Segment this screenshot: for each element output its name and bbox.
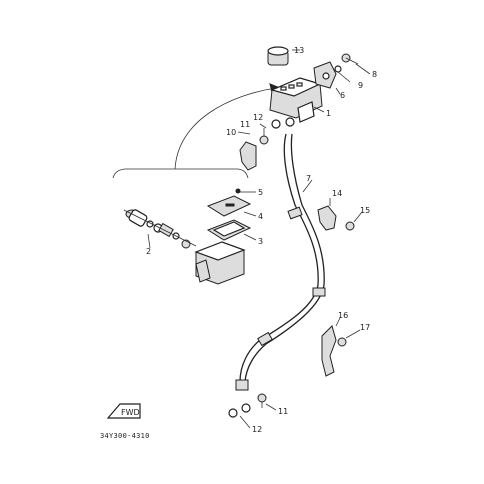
callout-10: 10 bbox=[226, 128, 236, 137]
front-direction-indicator: FWD bbox=[106, 403, 141, 419]
banjo-bolt-part-lower bbox=[257, 393, 267, 408]
banjo-bolt-part-upper bbox=[259, 128, 269, 145]
screw-part-5 bbox=[235, 188, 241, 194]
subassembly-bracket bbox=[112, 168, 249, 179]
callout-14: 14 bbox=[332, 189, 342, 198]
callout-2: 2 bbox=[146, 247, 151, 256]
master-cylinder-part bbox=[269, 77, 323, 123]
callout-labels: 1 2 3 4 5 6 7 8 9 10 11 11 12 12 13 14 1… bbox=[146, 46, 377, 434]
callout-4: 4 bbox=[258, 212, 263, 221]
screw-part-8 bbox=[341, 53, 359, 65]
bolt-part-15 bbox=[345, 221, 355, 231]
callout-6: 6 bbox=[340, 91, 345, 100]
callout-7: 7 bbox=[306, 174, 311, 183]
washers-part-12-lower bbox=[228, 403, 251, 418]
hose-clamp-part-14 bbox=[317, 205, 337, 231]
master-cylinder-body-lower bbox=[194, 241, 246, 285]
front-tag-label: FWD bbox=[121, 408, 140, 417]
catalog-code: 34Y300-4310 bbox=[100, 432, 150, 440]
callout-12-lower: 12 bbox=[252, 425, 262, 434]
subassembly-arrow-line bbox=[174, 87, 277, 170]
diaphragm-plate-part-4 bbox=[206, 195, 252, 217]
callout-8: 8 bbox=[372, 70, 377, 79]
hose-guide-part-16 bbox=[321, 325, 337, 377]
callout-11-upper: 11 bbox=[240, 120, 250, 129]
bolt-part-17 bbox=[337, 337, 347, 347]
piston-kit-part-2 bbox=[123, 209, 197, 249]
callout-15: 15 bbox=[360, 206, 370, 215]
callout-1: 1 bbox=[326, 109, 331, 118]
callout-16: 16 bbox=[338, 311, 348, 320]
brake-hose-part bbox=[235, 133, 326, 391]
callout-5: 5 bbox=[258, 188, 263, 197]
leader-lines bbox=[147, 49, 371, 429]
callout-12-upper: 12 bbox=[253, 113, 263, 122]
callout-3: 3 bbox=[258, 237, 263, 246]
callout-13: 13 bbox=[294, 46, 304, 55]
boot-part bbox=[239, 141, 257, 171]
washer-part-9 bbox=[334, 65, 342, 73]
holder-part bbox=[313, 61, 337, 89]
cap-part bbox=[267, 46, 289, 66]
diaphragm-part-3 bbox=[206, 219, 252, 241]
washers-part-12-upper bbox=[271, 117, 295, 129]
callout-9: 9 bbox=[358, 81, 363, 90]
callout-17: 17 bbox=[360, 323, 370, 332]
callout-11-lower: 11 bbox=[278, 407, 288, 416]
